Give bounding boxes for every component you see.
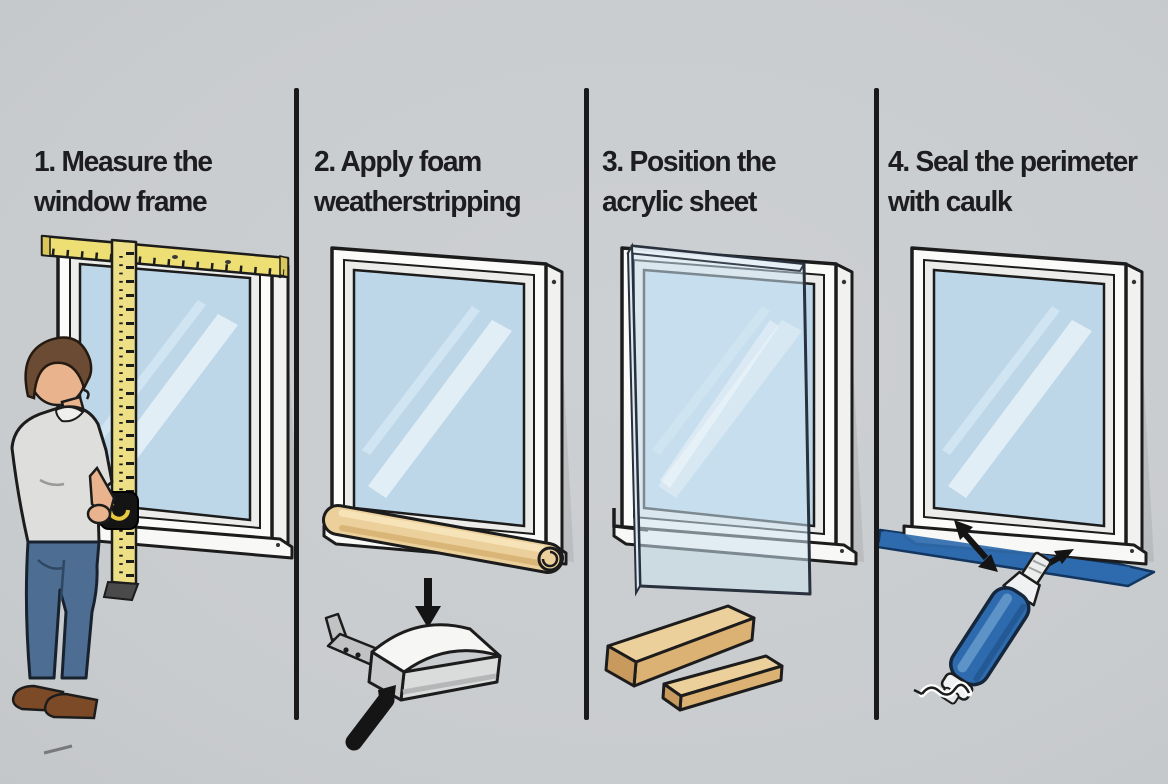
horizontal-tape-measure	[40, 234, 290, 279]
panel-divider	[584, 88, 589, 720]
step-3-panel: 3. Position the acrylic sheet	[588, 0, 876, 784]
double-arrow-icon	[954, 520, 998, 572]
person-back-view	[10, 336, 116, 755]
person-jeans	[24, 540, 101, 680]
caulk-bead-front	[878, 531, 1130, 581]
acrylic-sheet	[626, 242, 812, 597]
person-hair	[24, 336, 93, 400]
wood-strip-short	[661, 654, 784, 712]
foam-weatherstrip-roll	[322, 504, 564, 574]
person-nose	[83, 388, 90, 400]
caulk-squiggle	[913, 681, 973, 698]
step-1-panel: 1. Measure the window frame	[0, 0, 296, 784]
panel-divider	[294, 88, 299, 720]
step-4-title: 4. Seal the perimeter with caulk	[888, 146, 1138, 218]
step-2-illustration	[322, 246, 576, 751]
wood-strip-long	[604, 604, 756, 688]
person-hand	[86, 503, 112, 525]
person-shoe	[43, 692, 99, 720]
panel-divider	[874, 88, 879, 720]
step-1-title: 1. Measure the window frame	[34, 146, 213, 218]
shirt-collar	[54, 406, 85, 423]
step-3-title: 3. Position the acrylic sheet	[602, 146, 777, 218]
step-4-panel: 4. Seal the perimeter with caulk	[878, 0, 1168, 784]
down-arrow-icon	[415, 578, 441, 628]
step-2-panel: 2. Apply foam weatherstripping	[298, 0, 586, 784]
window-frame	[902, 246, 1156, 566]
foam-applicator-tool	[324, 612, 502, 751]
step-1-illustration	[10, 234, 296, 755]
step-4-illustration	[878, 246, 1156, 705]
step-3-illustration	[604, 242, 866, 712]
step-2-title: 2. Apply foam weatherstripping	[314, 146, 522, 218]
caulk-tube	[940, 551, 1052, 705]
person-shirt	[10, 405, 114, 544]
